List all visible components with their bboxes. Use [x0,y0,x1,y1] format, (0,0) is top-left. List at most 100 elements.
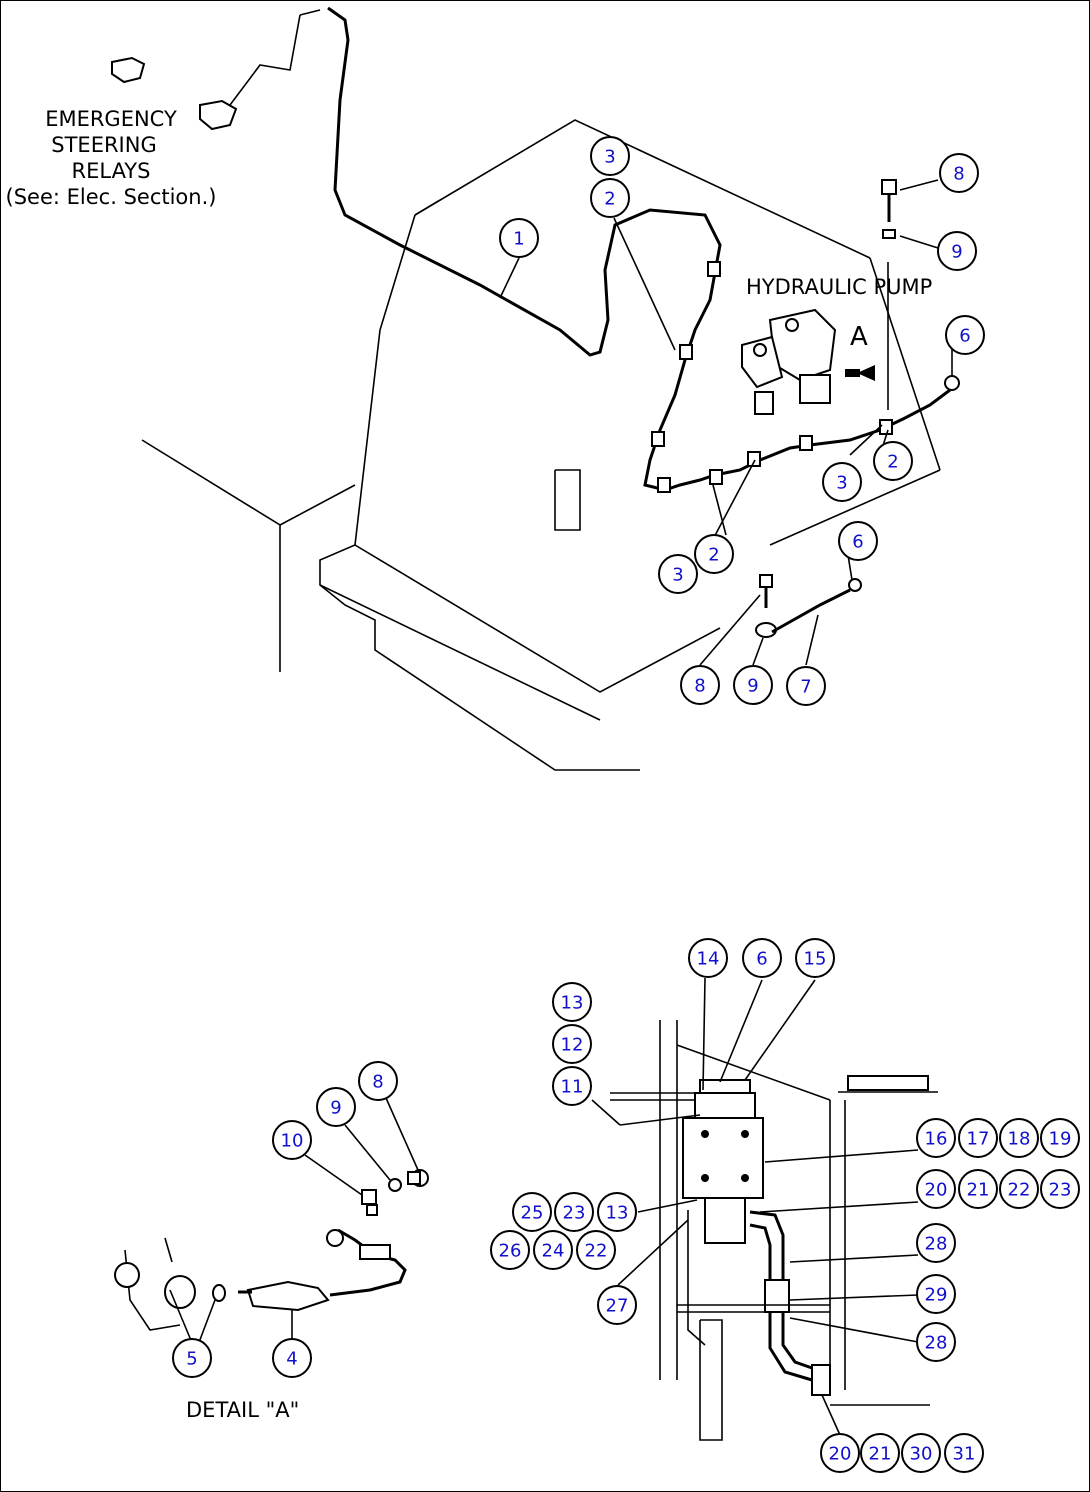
callout-bubble [272,1120,312,1160]
callout-number: 20 [925,1180,948,1201]
relay-icons [111,56,238,131]
relays-label-line4: (See: Elec. Section.) [5,185,217,209]
callout-number: 28 [925,1333,948,1354]
callout-bubble [873,441,913,481]
callout-bubble [916,1169,956,1209]
callout-number: 9 [951,242,962,263]
ground-cable [755,574,862,638]
harness-wire-1 [229,6,951,492]
callout-bubble [822,462,862,502]
callout-bubble [590,136,630,176]
detail-a-drawing [114,1097,429,1351]
hydraulic-pump-drawing [741,262,889,415]
callout-number: 25 [521,1203,544,1224]
callout-bubble [958,1118,998,1158]
callout-bubble [820,1433,860,1473]
callout-bubble [795,938,835,978]
callout-number: 17 [967,1129,990,1150]
callout-bubble [916,1118,956,1158]
callout-bubble [172,1338,212,1378]
callout-number: 23 [1049,1180,1072,1201]
callout-number: 6 [756,949,767,970]
callout-bubble [958,1169,998,1209]
callout-bubble [499,218,539,258]
callout-number: 8 [372,1072,383,1093]
callout-number: 6 [852,532,863,553]
callout-number: 22 [1008,1180,1031,1201]
callout-number: 8 [694,676,705,697]
callout-bubble [742,938,782,978]
callout-bubble [694,534,734,574]
callout-bubble [358,1061,398,1101]
callout-bubble [937,231,977,271]
callout-number: 4 [286,1349,297,1370]
callout-bubble [552,1066,592,1106]
callout-bubble [552,1024,592,1064]
callout-number: 18 [1008,1129,1031,1150]
callout-number: 28 [925,1234,948,1255]
callout-number: 13 [561,993,584,1014]
callout-number: 9 [330,1098,341,1119]
callout-bubble [658,554,698,594]
callout-number: 9 [747,676,758,697]
callout-number: 1 [513,229,524,250]
valve-assembly-drawing [591,977,938,1441]
callout-number: 23 [563,1203,586,1224]
callout-bubble [786,666,826,706]
callout-bubble [860,1433,900,1473]
callout-number: 19 [1049,1129,1072,1150]
callout-number: 13 [606,1203,629,1224]
callout-number: 31 [953,1444,976,1465]
callout-number: 6 [959,326,970,347]
callout-number: 10 [281,1131,304,1152]
callout-bubble [533,1230,573,1270]
callout-bubble [512,1192,552,1232]
bolt-top [881,179,897,239]
callout-bubble [590,178,630,218]
callout-number: 2 [887,452,898,473]
callout-number: 11 [561,1077,584,1098]
callout-bubble [838,521,878,561]
callout-bubble [999,1118,1039,1158]
callout-bubble [999,1169,1039,1209]
callout-number: 8 [953,164,964,185]
callout-bubble [939,153,979,193]
callout-number: 12 [561,1035,584,1056]
callout-bubble [916,1322,956,1362]
callout-number: 5 [186,1349,197,1370]
view-letter-label: A [850,322,868,352]
callout-number: 15 [804,949,827,970]
callout-number: 14 [697,949,720,970]
callout-bubble [901,1433,941,1473]
callout-bubble [552,982,592,1022]
callout-bubble [916,1223,956,1263]
callout-bubble [1040,1118,1080,1158]
callout-number: 3 [672,565,683,586]
callout-number: 3 [604,147,615,168]
callout-number: 29 [925,1285,948,1306]
relays-label-line3: RELAYS [71,159,151,183]
callout-number: 27 [606,1296,629,1317]
callout-bubble [1040,1169,1080,1209]
callout-number: 2 [604,189,615,210]
callout-bubble [944,1433,984,1473]
relays-label-line1: EMERGENCY [45,107,177,131]
callout-bubble [576,1230,616,1270]
callouts-detail: 4 5 8 9 10 [172,1061,398,1378]
callout-number: 30 [910,1444,933,1465]
callout-bubble [554,1192,594,1232]
detail-a-label: DETAIL "A" [186,1398,300,1422]
callout-number: 20 [829,1444,852,1465]
callout-number: 16 [925,1129,948,1150]
callout-bubble [316,1087,356,1127]
callout-bubble [916,1274,956,1314]
callout-number: 26 [499,1241,522,1262]
callout-number: 7 [800,677,811,698]
callout-number: 24 [542,1241,565,1262]
callout-number: 3 [836,473,847,494]
callout-bubble [597,1285,637,1325]
hydraulic-pump-label: HYDRAULIC PUMP [746,275,933,299]
callout-bubble [688,938,728,978]
